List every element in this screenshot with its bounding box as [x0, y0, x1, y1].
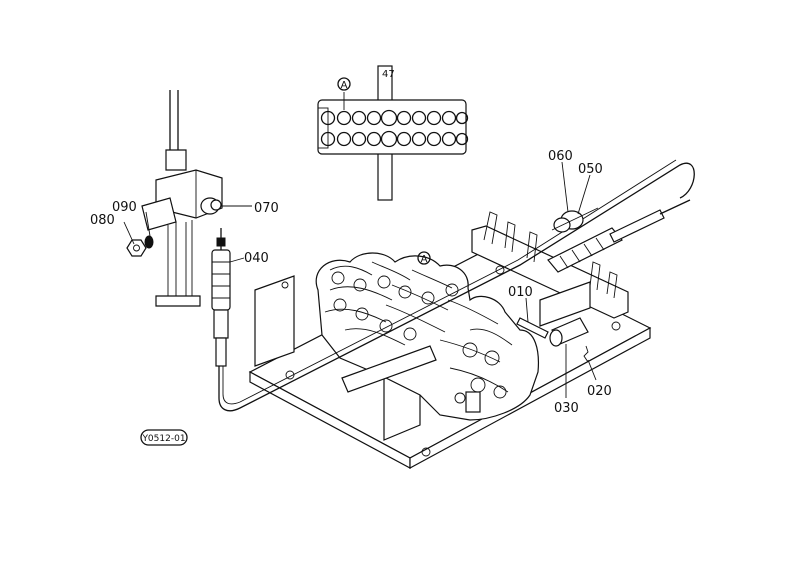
- lever-foot: [155, 295, 201, 307]
- cable-adjuster-040: [211, 249, 231, 311]
- detail-shaft-mark: 47: [382, 69, 395, 80]
- base-hole: [495, 265, 505, 275]
- label-070: 070: [254, 201, 279, 216]
- base-plate-side-edge: [409, 326, 651, 470]
- detail-marker-circle: [337, 77, 351, 91]
- base-hole: [285, 370, 295, 380]
- lever-bracket-assembly: [126, 90, 223, 307]
- control-valve-assembly: A: [315, 251, 540, 421]
- base-hole: [421, 447, 431, 457]
- spring-pin-020: [583, 345, 589, 363]
- nut-080: [126, 239, 147, 257]
- valve-view-marker-text: A: [421, 254, 428, 265]
- detail-marker-text: A: [341, 80, 348, 91]
- left-mount-plate: [254, 275, 295, 367]
- label-050: 050: [578, 162, 603, 177]
- pin-010: [516, 317, 549, 339]
- leader-lines: [123, 161, 597, 398]
- right-mount-plate: [539, 281, 591, 327]
- cable-sleeve: [547, 227, 623, 273]
- label-060: 060: [548, 149, 573, 164]
- detail-end-cap: [317, 107, 329, 149]
- figure-code-stamp: Y0512-01: [140, 429, 188, 446]
- label-080: 080: [90, 213, 115, 228]
- cable-end-parts: [547, 199, 691, 273]
- part-labels: 060 050 070 090 080 040 010 020 030: [90, 149, 612, 416]
- label-010: 010: [508, 285, 533, 300]
- valve-outlet-port: [465, 391, 481, 413]
- label-090: 090: [112, 200, 137, 215]
- base-hole: [611, 321, 621, 331]
- lever-side-plate: [141, 197, 177, 231]
- valve-spool-rod: [341, 345, 437, 393]
- detail-view-a: 47 A: [317, 65, 469, 201]
- label-020: 020: [587, 384, 612, 399]
- small-parts-group: [516, 317, 589, 363]
- label-030: 030: [554, 401, 579, 416]
- detail-ports-row-top: [320, 109, 469, 127]
- control-cable-040: [211, 159, 695, 412]
- figure-code-text: Y0512-01: [141, 434, 185, 444]
- washer-090: [144, 235, 154, 249]
- valve-view-marker-circle: [417, 251, 431, 265]
- label-040: 040: [244, 251, 269, 266]
